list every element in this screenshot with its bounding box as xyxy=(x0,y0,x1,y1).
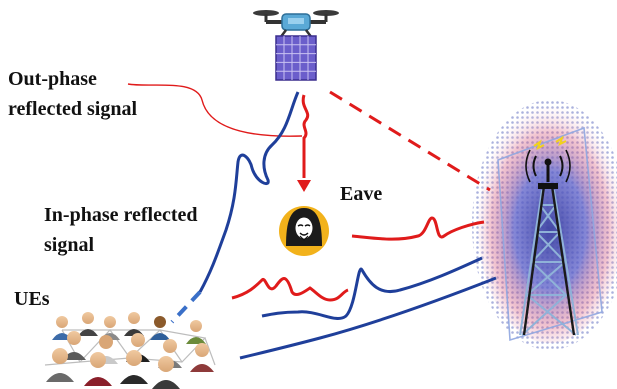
in-phase-label: In-phase reflected signal xyxy=(44,204,198,256)
in-phase-link-dashed xyxy=(170,290,202,324)
out-phase-pointer xyxy=(127,83,303,137)
drone-ris-icon xyxy=(253,10,339,81)
direct-link-dashed xyxy=(329,90,491,192)
ue-red-wave xyxy=(231,277,349,302)
in-phase-signal-wave xyxy=(198,91,300,293)
arrow-head-icon xyxy=(297,180,311,192)
ues-label: UEs xyxy=(14,288,50,310)
base-station-tower-icon xyxy=(472,100,617,350)
out-phase-label: Out-phase reflected signal xyxy=(8,68,138,120)
out-phase-signal-wave xyxy=(301,94,310,178)
tower-to-ue-wave-lower xyxy=(239,276,497,360)
eave-to-tower-wave xyxy=(351,216,485,241)
hacker-icon xyxy=(279,206,329,256)
user-group-icon xyxy=(44,312,216,389)
tower-to-ue-wave-upper xyxy=(261,256,483,320)
eave-label: Eave xyxy=(340,183,383,205)
